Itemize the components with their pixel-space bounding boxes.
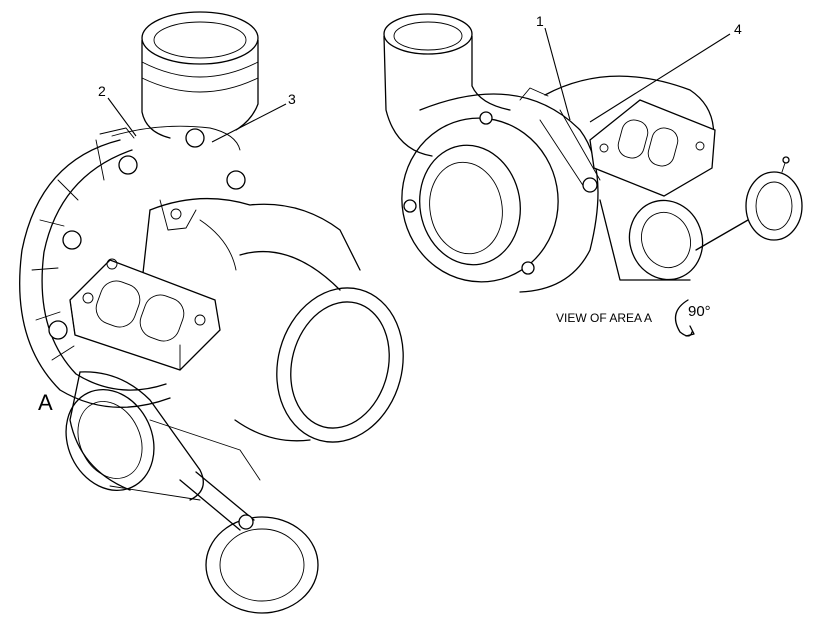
turbocharger-detail-view: VIEW OF AREA A 90° <box>383 13 803 337</box>
detail-turbine-housing <box>599 156 803 281</box>
turbocharger-main-view: A <box>19 11 404 614</box>
detail-inlet-tube <box>383 13 511 157</box>
callout-4: 4 <box>589 21 742 123</box>
svg-text:1: 1 <box>536 13 544 29</box>
rotation-arrow-icon <box>674 299 695 337</box>
compressor-housing <box>19 125 246 408</box>
callout-3: 3 <box>211 91 296 143</box>
detail-center-section <box>519 75 715 193</box>
detail-exhaust-flange <box>589 99 716 197</box>
housing-bolt <box>185 128 205 148</box>
svg-text:2: 2 <box>98 83 106 99</box>
compressor-inlet-tube <box>141 11 259 139</box>
wastegate-actuator <box>109 471 319 614</box>
callout-2: 2 <box>98 83 137 137</box>
turbine-outlet <box>234 251 404 443</box>
detail-compressor-face <box>401 93 599 293</box>
view-marker-a: A <box>38 390 53 415</box>
callout-1: 1 <box>536 13 571 121</box>
rotation-label: 90° <box>688 303 711 320</box>
exhaust-flange <box>69 258 221 371</box>
housing-bolt <box>48 320 68 340</box>
turbine-housing <box>65 371 261 501</box>
svg-text:4: 4 <box>734 21 742 37</box>
housing-bolt <box>118 155 138 175</box>
view-caption: VIEW OF AREA A <box>556 311 652 325</box>
housing-bolt <box>226 170 246 190</box>
svg-text:3: 3 <box>288 91 296 107</box>
housing-bolt <box>62 230 82 250</box>
